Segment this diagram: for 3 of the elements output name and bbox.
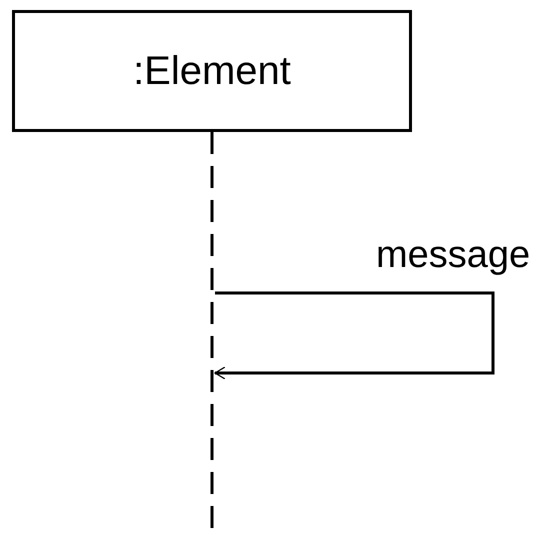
message-arrow [214, 292, 494, 380]
object-box [12, 10, 412, 132]
object-name: :Element [133, 48, 291, 94]
